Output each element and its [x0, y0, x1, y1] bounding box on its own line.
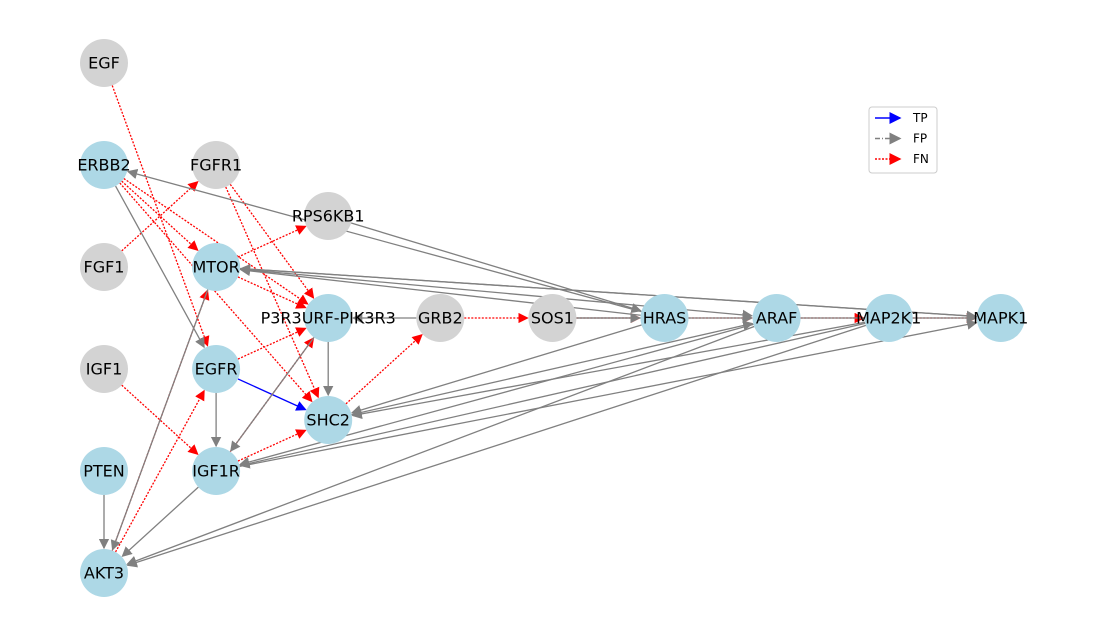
edge-map2k1-igf1r — [239, 322, 866, 469]
node-circle — [864, 294, 913, 342]
node-circle — [80, 243, 128, 291]
edge-mtor-p3r3urf — [237, 276, 307, 309]
node-label: ARAF — [756, 309, 798, 328]
edge-rps6kb1-hras — [350, 222, 642, 314]
node-label: FGF1 — [84, 258, 125, 277]
node-fgf1[interactable]: FGF1 — [80, 243, 128, 291]
legend-label-tp: TP — [912, 111, 928, 125]
legend-label-fn: FN — [913, 152, 929, 166]
edge-erbb2-mtor — [121, 180, 199, 252]
edge-araf-igf1r — [238, 323, 754, 468]
node-mtor[interactable]: MTOR — [192, 243, 241, 291]
edge-igf1r-mapk1 — [239, 319, 978, 468]
edge-akt3-egfr — [114, 389, 205, 553]
node-circle — [80, 345, 128, 393]
edge-igf1-igf1r — [121, 384, 199, 456]
node-circle — [640, 294, 689, 342]
node-circle — [192, 447, 241, 495]
node-label: HRAS — [643, 309, 687, 328]
legend-label-fp: FP — [913, 132, 927, 146]
node-mapk1[interactable]: MAPK1 — [973, 294, 1028, 342]
edge-erbb2-shc2 — [119, 182, 313, 403]
edge-hras-shc2 — [350, 324, 642, 416]
node-label: MTOR — [192, 258, 239, 277]
node-egf[interactable]: EGF — [80, 39, 128, 87]
edge-araf-akt3 — [126, 325, 755, 566]
node-circle — [80, 39, 128, 87]
node-label: SHC2 — [306, 411, 350, 430]
node-circle — [80, 141, 128, 189]
node-label: MAPK1 — [973, 309, 1028, 328]
node-circle — [304, 294, 353, 342]
edge-map2k1-akt3 — [126, 324, 867, 568]
node-label: MAP2K1 — [856, 309, 921, 328]
edge-shc2-araf — [351, 320, 754, 416]
node-grb2[interactable]: GRB2 — [416, 294, 465, 342]
node-rps6kb1[interactable]: RPS6KB1 — [292, 192, 365, 240]
edge-erbb2-egfr — [114, 185, 205, 349]
node-circle — [192, 243, 241, 291]
edge-mtor-rps6kb1 — [237, 225, 307, 258]
node-circle — [528, 294, 577, 342]
node-label: FGFR1 — [190, 156, 242, 175]
node-shc2[interactable]: SHC2 — [304, 396, 353, 444]
edge-fgf1-fgfr1 — [121, 180, 199, 252]
node-label: RPS6KB1 — [292, 207, 365, 226]
node-label: GRB2 — [418, 309, 463, 328]
node-pten[interactable]: PTEN — [80, 447, 128, 495]
node-p3r3urf[interactable]: P3R3URF-PIK3R3 — [261, 294, 396, 342]
node-circle — [192, 141, 241, 189]
legend: TP FP FN — [868, 106, 938, 174]
node-map2k1[interactable]: MAP2K1 — [856, 294, 921, 342]
node-label: EGFR — [195, 360, 238, 379]
node-igf1[interactable]: IGF1 — [80, 345, 128, 393]
node-circle — [80, 447, 128, 495]
node-sos1[interactable]: SOS1 — [528, 294, 577, 342]
node-circle — [752, 294, 801, 342]
node-fgfr1[interactable]: FGFR1 — [190, 141, 242, 189]
edge-mtor-mapk1 — [240, 267, 978, 321]
edge-fgfr1-p3r3urf — [229, 183, 315, 299]
edge-igf1r-akt3 — [121, 486, 199, 558]
node-circle — [304, 396, 353, 444]
node-label: IGF1R — [192, 462, 240, 481]
node-label: IGF1 — [86, 360, 123, 379]
node-araf[interactable]: ARAF — [752, 294, 801, 342]
node-label: EGF — [88, 54, 120, 73]
node-circle — [304, 192, 353, 240]
node-circle — [80, 549, 128, 597]
node-egfr[interactable]: EGFR — [192, 345, 241, 393]
node-hras[interactable]: HRAS — [640, 294, 689, 342]
node-circle — [976, 294, 1025, 342]
edge-p3r3urf-igf1r — [230, 336, 315, 452]
node-igf1r[interactable]: IGF1R — [192, 447, 241, 495]
node-label: AKT3 — [84, 564, 124, 583]
node-label: SOS1 — [531, 309, 574, 328]
edge-egf-egfr — [111, 85, 210, 347]
node-erbb2[interactable]: ERBB2 — [77, 141, 131, 189]
node-circle — [192, 345, 241, 393]
node-label: P3R3URF-PIK3R3 — [261, 309, 396, 328]
edge-igf1r-shc2 — [237, 429, 307, 462]
edge-shc2-grb2 — [345, 333, 423, 405]
node-akt3[interactable]: AKT3 — [80, 549, 128, 597]
edge-hras-erbb2 — [126, 168, 642, 313]
node-label: ERBB2 — [77, 156, 130, 175]
node-label: PTEN — [83, 462, 125, 481]
node-circle — [416, 294, 465, 342]
edge-mtor-akt3 — [110, 289, 209, 551]
edge-egfr-p3r3urf — [237, 327, 307, 360]
